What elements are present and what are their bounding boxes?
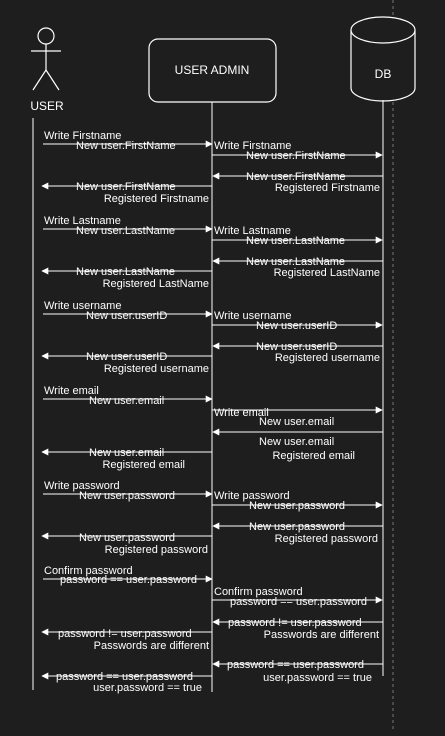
message-label: Registered password (275, 533, 378, 545)
message-label: New user.FirstName (76, 140, 176, 152)
actor-user (31, 27, 61, 91)
message-label: Passwords are different (94, 640, 209, 652)
message-label: New user.LastName (76, 266, 175, 278)
message-label: Write username (44, 300, 121, 312)
message-label: Write email (44, 385, 99, 397)
message-label: Write username (214, 310, 291, 322)
message-label: Confirm password (44, 565, 133, 577)
message-label: Registered LastName (103, 278, 209, 290)
message-label: New user.email (259, 436, 334, 448)
message-label: Registered password (105, 544, 208, 556)
message-label: New user.email (259, 416, 334, 428)
message-label: New user.password (79, 490, 175, 502)
actor-leg-right (45, 69, 60, 91)
participant-admin-label: USER ADMIN (175, 63, 250, 77)
message-label: Write password (214, 490, 290, 502)
db-cylinder-top (350, 16, 416, 44)
message-label: password == user.password (227, 659, 364, 671)
message-label: Write Firstname (44, 130, 121, 142)
message-label: password == user.password (230, 596, 367, 608)
actor-head (37, 27, 55, 45)
message-label: Registered LastName (274, 267, 380, 279)
message-label: New user.email (89, 395, 164, 407)
message-label: Registered email (272, 450, 355, 462)
participant-db (350, 16, 416, 102)
message-label: Registered Firstname (275, 182, 380, 194)
message-label: New user.password (249, 521, 345, 533)
message-label: New user.userID (86, 351, 167, 363)
message-label: user.password == true (263, 672, 372, 684)
message-label: Write password (44, 480, 120, 492)
message-label: Registered username (275, 352, 380, 364)
message-label: New user.FirstName (76, 181, 176, 193)
message-label: New user.userID (256, 320, 337, 332)
message-label: New user.LastName (76, 225, 175, 237)
message-label: New user.userID (86, 310, 167, 322)
message-label: Write Lastname (44, 215, 121, 227)
message-label: New user.LastName (246, 235, 345, 247)
message-label: Registered Firstname (104, 193, 209, 205)
message-label: New user.password (249, 500, 345, 512)
message-label: New user.email (89, 447, 164, 459)
message-label: user.password == true (93, 682, 202, 694)
message-label: Registered username (104, 363, 209, 375)
message-label: password == user.password (60, 574, 197, 586)
message-label: password != user.password (58, 628, 192, 640)
message-label: Write Firstname (214, 140, 291, 152)
participant-db-label: DB (375, 67, 392, 81)
actor-leg-left (32, 69, 47, 91)
message-label: Confirm password (214, 586, 303, 598)
message-label: Write email (214, 407, 269, 419)
message-label: New user.password (79, 532, 175, 544)
message-label: New user.FirstName (246, 150, 346, 162)
message-label: Passwords are different (264, 629, 379, 641)
message-label: New user.FirstName (246, 171, 346, 183)
message-label: Write Lastname (214, 225, 291, 237)
message-label: password != user.password (228, 617, 362, 629)
message-label: Registered email (102, 459, 185, 471)
message-label: password == user.password (56, 671, 193, 683)
message-label: New user.LastName (246, 256, 345, 268)
message-label: New user.userID (256, 341, 337, 353)
actor-user-label: USER (30, 99, 64, 113)
